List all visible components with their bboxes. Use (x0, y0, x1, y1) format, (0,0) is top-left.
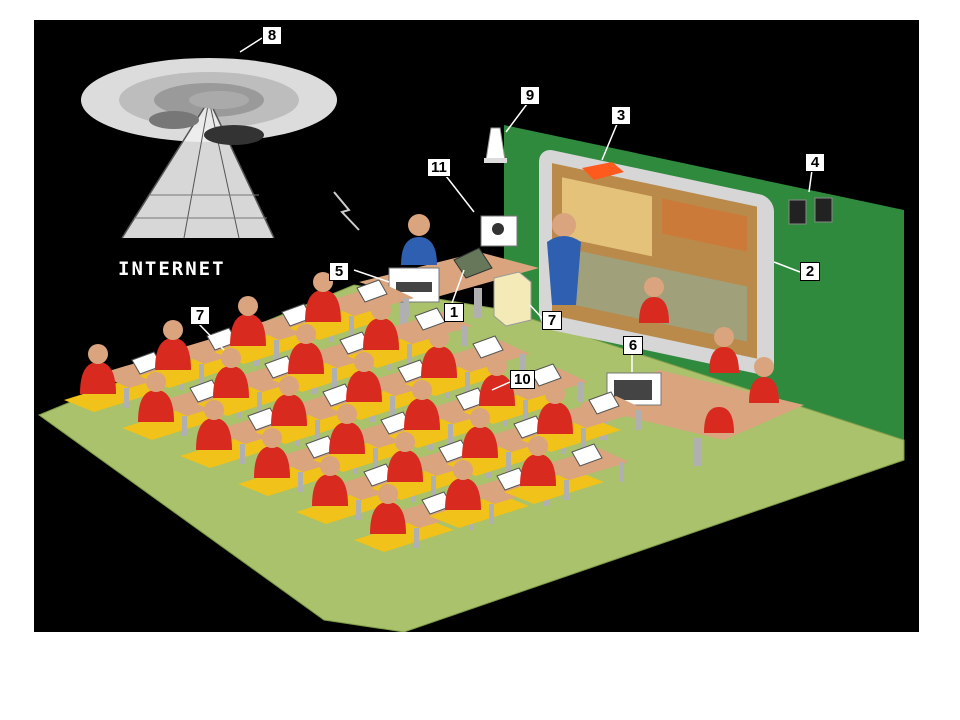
student-desk-17 (296, 456, 421, 524)
callout-arrow-5 (808, 169, 813, 193)
callout-arrow-8 (198, 323, 225, 351)
callout-6: 6 (623, 336, 643, 355)
callout-8: 8 (262, 26, 282, 45)
callout-1: 1 (444, 303, 464, 322)
student-desk-10 (255, 376, 380, 444)
callout-arrow-9 (773, 261, 801, 273)
callout-arrow-4 (445, 175, 475, 213)
meeting-person-1 (709, 327, 739, 373)
classroom-diagram: INTERNET 8 9 3 11 4 5 1 7 2 7 6 10 (34, 20, 919, 632)
callout-2: 2 (800, 262, 820, 281)
student-desk-11 (330, 352, 455, 420)
student-desk-8 (347, 300, 472, 368)
computer-tower-icon (493, 271, 532, 327)
callout-7-left: 7 (190, 306, 210, 325)
student-desk-12 (405, 328, 530, 396)
callout-arrow-7 (451, 269, 465, 304)
callout-arrow-3 (601, 123, 618, 161)
callout-3: 3 (611, 106, 631, 125)
callout-9: 9 (520, 86, 540, 105)
teacher-standing (547, 213, 581, 305)
callout-10: 10 (510, 370, 535, 389)
projector-icon (582, 162, 624, 180)
student-desk-20 (521, 384, 646, 452)
wireless-signal-icon (333, 191, 360, 231)
student-desk-23 (504, 436, 629, 504)
callout-arrow-1 (239, 37, 263, 53)
meeting-person-3 (704, 387, 734, 433)
students-group (64, 272, 779, 552)
internet-cloud-icon (81, 58, 337, 239)
callout-arrow-2 (505, 103, 528, 133)
teacher-seated (401, 214, 437, 265)
callout-11: 11 (427, 158, 451, 177)
student-desk-6 (197, 348, 322, 416)
callout-7-right: 7 (542, 311, 562, 330)
callout-arrow-10 (529, 304, 543, 319)
speaker-right-icon (814, 197, 833, 223)
student-desk-2 (139, 320, 264, 388)
student-desk-1 (64, 344, 189, 412)
callout-arrow-6 (353, 269, 390, 283)
callout-4: 4 (805, 153, 825, 172)
callout-arrows (198, 37, 813, 391)
student-desk-16 (463, 356, 588, 424)
callout-arrow-12 (491, 381, 511, 391)
speaker-left-icon (788, 199, 807, 225)
meeting-person-2 (749, 357, 779, 403)
classroom-illustration (37, 37, 905, 632)
callout-5: 5 (329, 262, 349, 281)
access-point-icon (484, 127, 507, 163)
meeting-person-4 (639, 277, 669, 323)
internet-label: INTERNET (118, 258, 226, 280)
